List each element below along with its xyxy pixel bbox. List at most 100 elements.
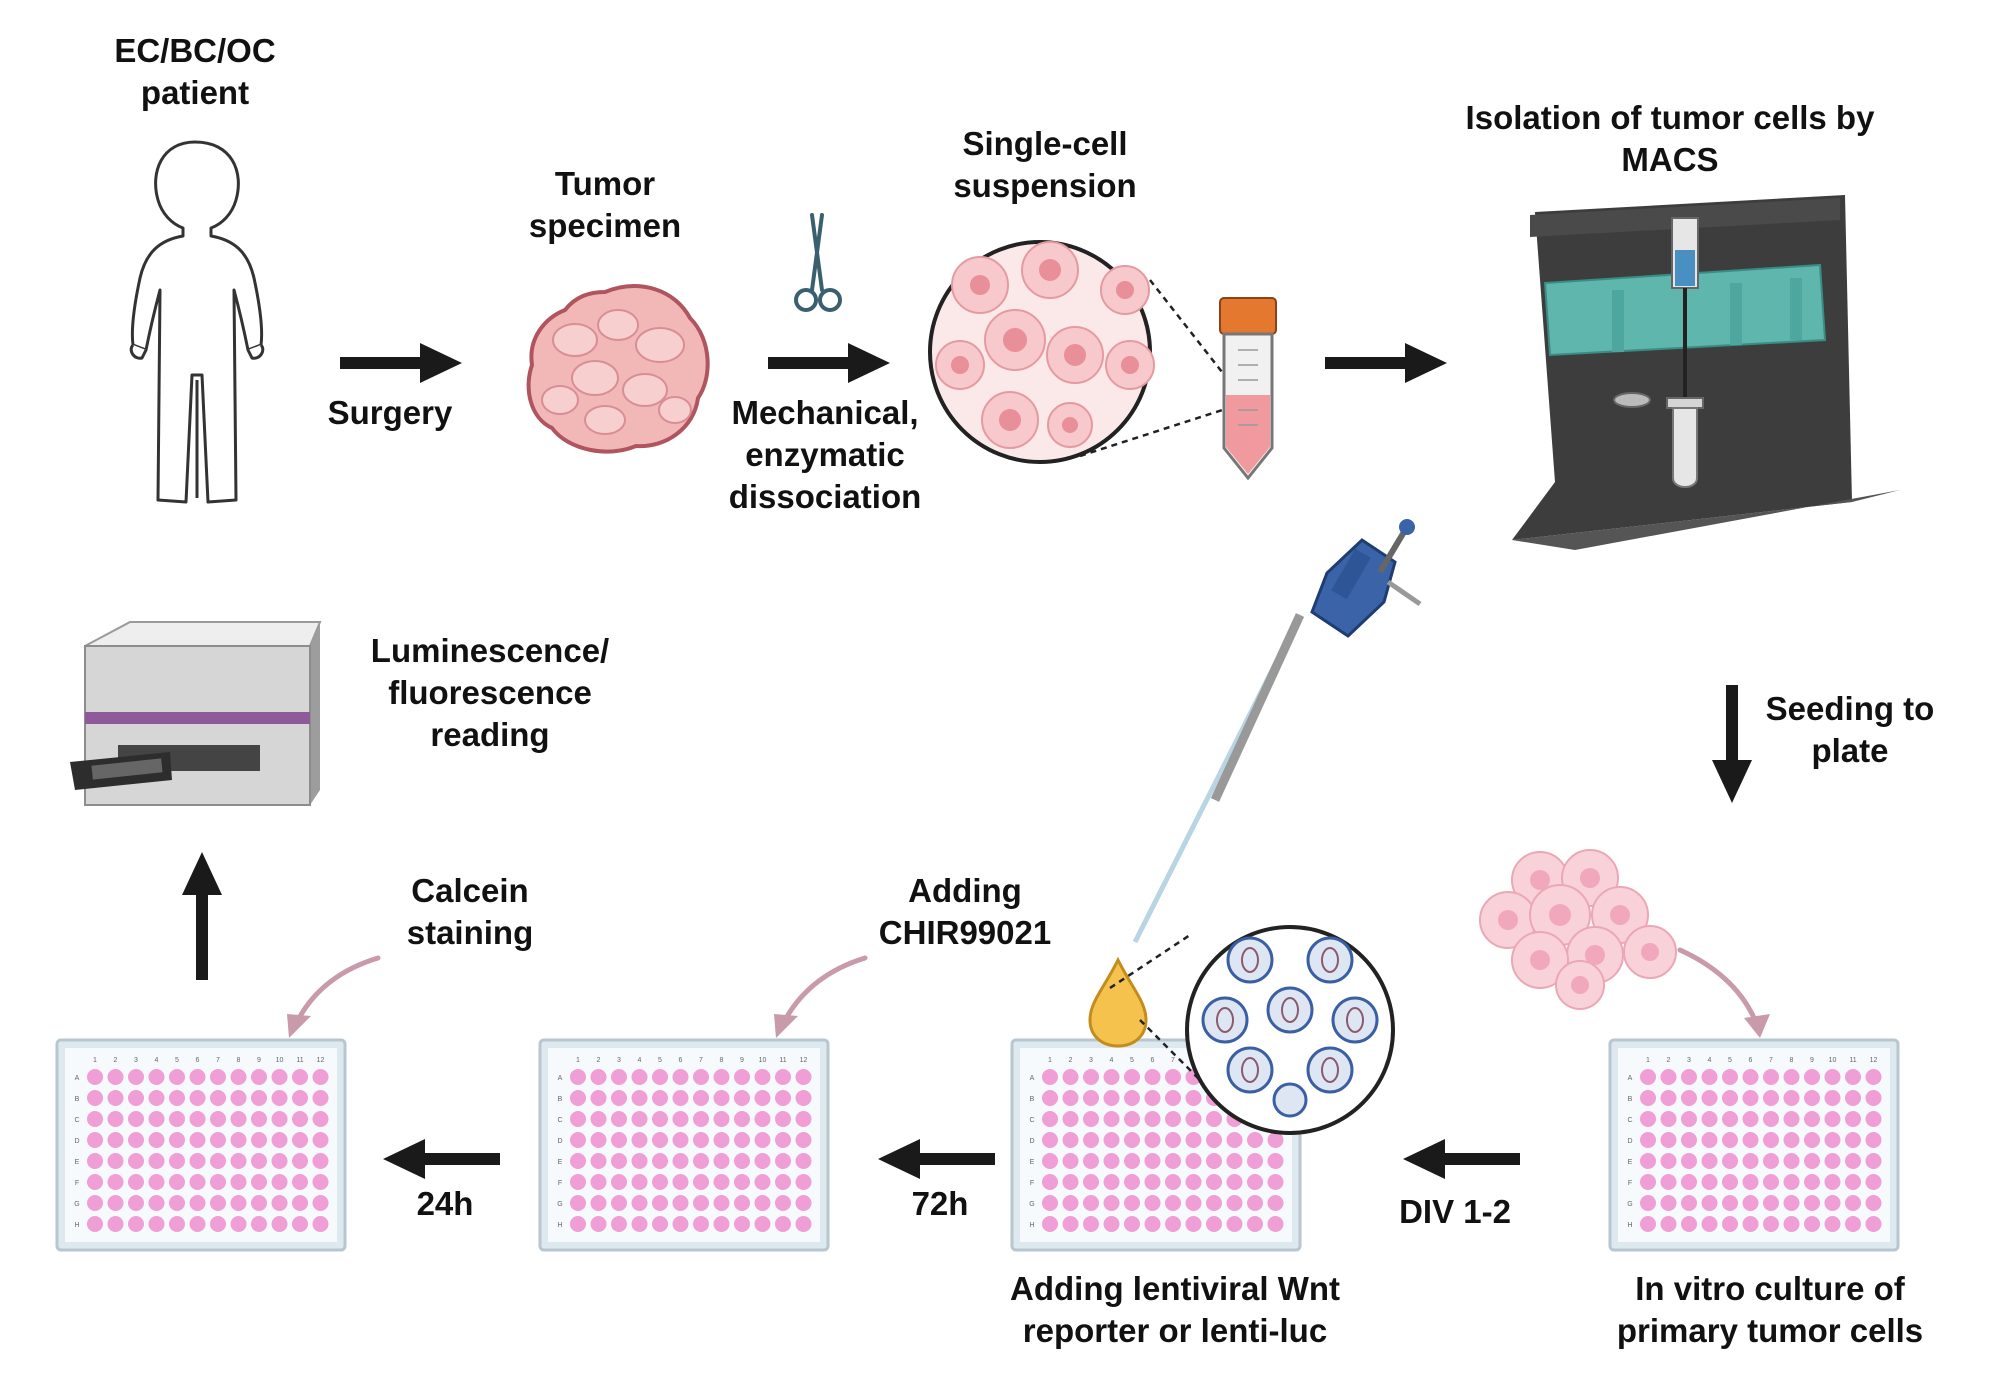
plate-well — [312, 1090, 329, 1106]
plate-well — [1845, 1216, 1861, 1232]
plate-well — [1681, 1153, 1697, 1169]
plate-well — [1124, 1069, 1140, 1085]
plate-well — [795, 1132, 812, 1148]
plate-well — [148, 1132, 165, 1148]
plate-row-label: E — [558, 1159, 563, 1166]
plate-well — [292, 1153, 308, 1169]
plate-well — [652, 1195, 668, 1211]
plate-well — [251, 1195, 267, 1211]
plate-well — [1247, 1216, 1263, 1232]
plate-well — [1206, 1216, 1222, 1232]
plate-well — [210, 1195, 226, 1211]
plate-well — [713, 1090, 730, 1106]
plate-well — [754, 1090, 771, 1106]
plate-row-label: B — [1628, 1096, 1633, 1103]
plate-well — [734, 1090, 750, 1106]
plate-well — [631, 1195, 648, 1211]
plate-well — [775, 1153, 791, 1169]
plate-well — [107, 1111, 124, 1127]
plate-well — [107, 1069, 124, 1085]
plate-well — [754, 1195, 771, 1211]
plate-row-label: D — [74, 1138, 79, 1145]
plate-well — [1845, 1069, 1861, 1085]
falcon-tube-icon — [1219, 297, 1277, 481]
plate-well — [1763, 1111, 1779, 1127]
plate-well — [795, 1069, 812, 1085]
plate-well — [128, 1069, 144, 1085]
plate-well — [1701, 1069, 1718, 1085]
plate-well — [251, 1069, 267, 1085]
plate-row-label: G — [1029, 1201, 1034, 1208]
plate-column-label: 4 — [1110, 1057, 1114, 1064]
arrow-seeding — [1712, 685, 1752, 803]
plate-well — [169, 1174, 185, 1190]
plate-well — [1062, 1174, 1079, 1190]
plate-well — [1124, 1132, 1140, 1148]
plate-well — [631, 1069, 648, 1085]
plate-well — [1640, 1174, 1656, 1190]
plate-well — [1165, 1174, 1181, 1190]
plate-well — [230, 1216, 247, 1232]
plate-well — [570, 1111, 586, 1127]
plate-column-label: 3 — [1089, 1057, 1093, 1064]
plate-well — [87, 1216, 103, 1232]
plate-well — [1042, 1174, 1058, 1190]
plate-row-label: E — [75, 1159, 80, 1166]
plate-well — [1185, 1195, 1202, 1211]
plate-well — [1804, 1216, 1820, 1232]
plate-well — [148, 1090, 165, 1106]
plate-well — [128, 1090, 144, 1106]
plate-well — [570, 1216, 586, 1232]
plate-column-label: 1 — [1048, 1057, 1052, 1064]
plate-well — [1660, 1216, 1677, 1232]
plate-well — [1865, 1216, 1882, 1232]
plate-well — [693, 1216, 709, 1232]
plate-row-label: C — [557, 1117, 562, 1124]
plate-well — [210, 1216, 226, 1232]
plate-well — [1722, 1174, 1738, 1190]
plate-well — [672, 1111, 689, 1127]
plate-row-label: F — [558, 1180, 562, 1187]
plate-column-label: 5 — [1728, 1057, 1732, 1064]
plate-well — [1783, 1132, 1800, 1148]
plate-well — [292, 1090, 308, 1106]
plate-well — [1640, 1153, 1656, 1169]
plate-well — [271, 1195, 288, 1211]
plate-well — [672, 1132, 689, 1148]
plate-column-label: 10 — [1829, 1057, 1837, 1064]
plate-well — [795, 1174, 812, 1190]
plate-well — [631, 1090, 648, 1106]
plate-well — [251, 1132, 267, 1148]
plate-well — [210, 1174, 226, 1190]
plate-well — [795, 1195, 812, 1211]
plate-well — [652, 1111, 668, 1127]
plate-well — [713, 1195, 730, 1211]
plate-column-label: 1 — [93, 1057, 97, 1064]
plate-well — [230, 1069, 247, 1085]
plate-well — [754, 1174, 771, 1190]
plate-well — [271, 1111, 288, 1127]
plate-column-label: 6 — [1749, 1057, 1753, 1064]
plate-well — [1042, 1132, 1058, 1148]
curve-arrowhead-chir — [774, 1014, 798, 1038]
plate-well — [1083, 1090, 1099, 1106]
plate-well — [1083, 1153, 1099, 1169]
plate-well — [1165, 1132, 1181, 1148]
plate-well — [1640, 1111, 1656, 1127]
plate-well — [775, 1216, 791, 1232]
plate-well — [312, 1069, 329, 1085]
plate-well — [87, 1111, 103, 1127]
plate-well — [1185, 1132, 1202, 1148]
plate-row-label: B — [558, 1096, 563, 1103]
plate-well — [1804, 1132, 1820, 1148]
plate-well — [713, 1174, 730, 1190]
plate-well — [713, 1069, 730, 1085]
curved-arrows — [287, 947, 1770, 1038]
plate-well — [1206, 1111, 1222, 1127]
plate-well — [1660, 1090, 1677, 1106]
plate-well — [210, 1090, 226, 1106]
